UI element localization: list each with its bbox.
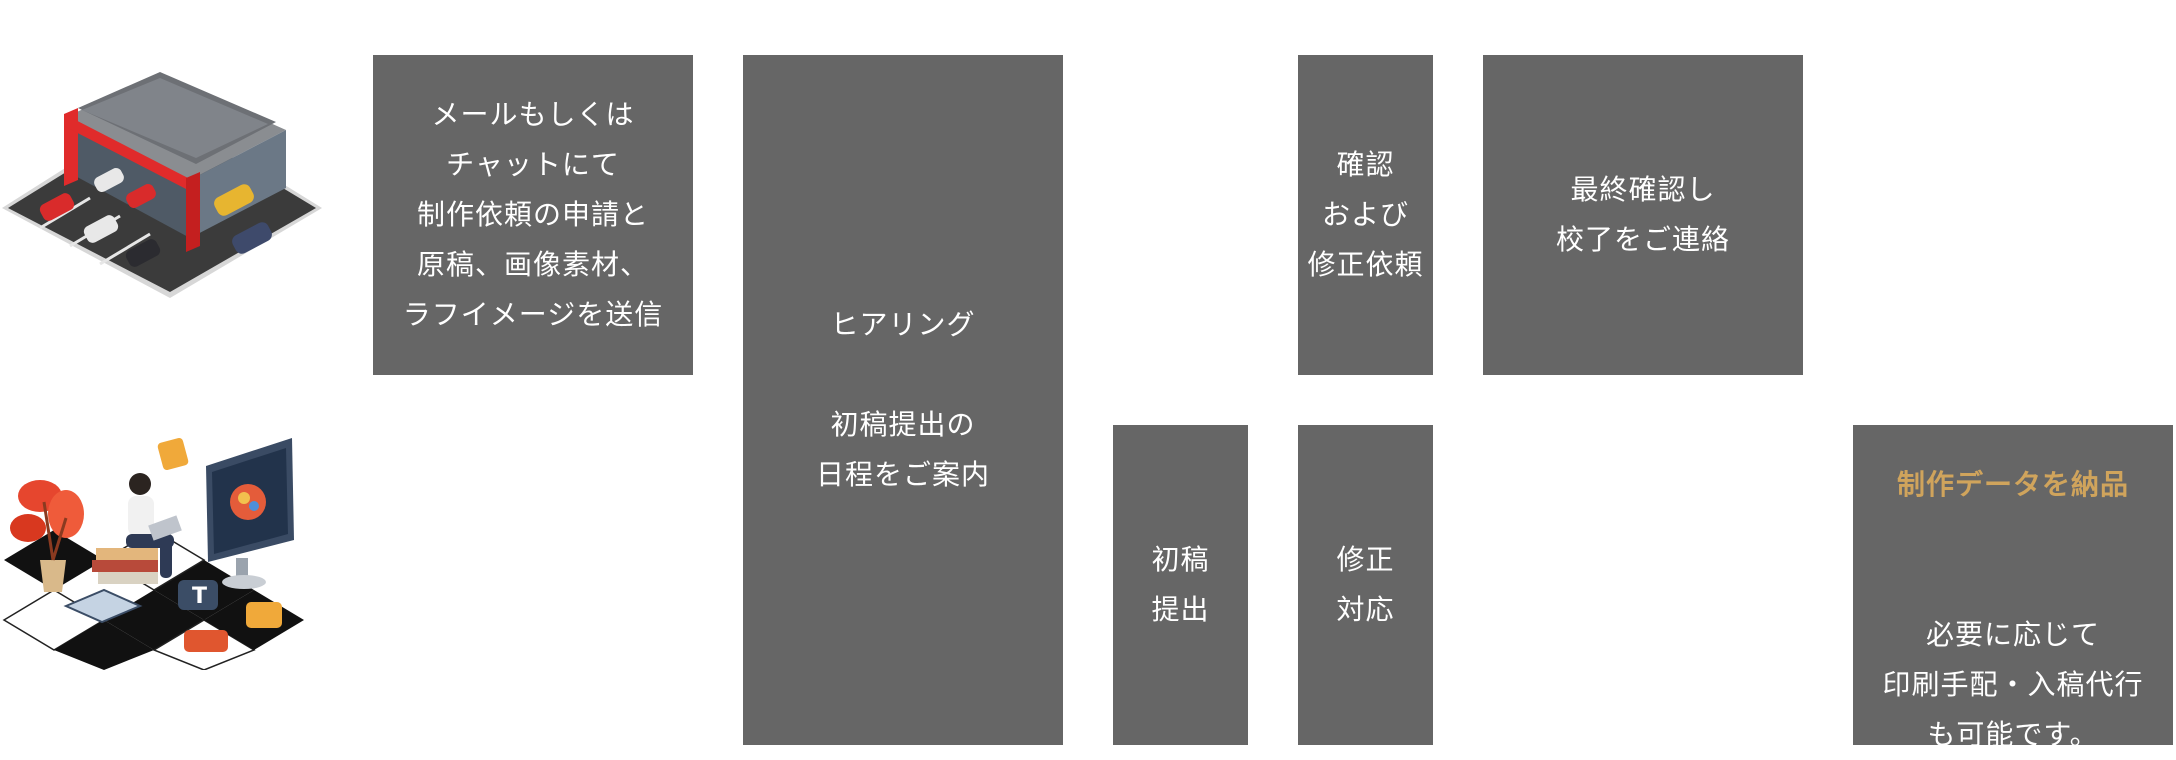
designer-workspace-icon: T — [2, 438, 304, 670]
step-revise-text: 修正 対応 — [1336, 543, 1395, 626]
car-dealership-icon — [2, 72, 322, 298]
step-send-request-text: メールもしくは チャットにて 制作依頼の申請と 原稿、画像素材、 ラフイメージを… — [402, 98, 664, 331]
step-hearing-text: ヒアリング 初稿提出の 日程をご案内 — [815, 308, 990, 491]
step-deliver-text: 必要に応じて 印刷手配・入稿代行 も可能です。 — [1882, 618, 2144, 751]
step-final-confirm: 最終確認し 校了をご連絡 — [1483, 55, 1803, 375]
step-first-draft-text: 初稿 提出 — [1151, 543, 1210, 626]
step-confirm-text: 確認 および 修正依頼 — [1307, 148, 1424, 281]
step-confirm: 確認 および 修正依頼 — [1298, 55, 1433, 375]
step-revise: 修正 対応 — [1298, 425, 1433, 745]
step-deliver-title: 制作データを納品 — [1896, 468, 2129, 501]
step-send-request: メールもしくは チャットにて 制作依頼の申請と 原稿、画像素材、 ラフイメージを… — [373, 55, 693, 375]
svg-text:T: T — [192, 584, 207, 609]
step-deliver: 制作データを納品 必要に応じて 印刷手配・入稿代行 も可能です。 — [1853, 425, 2173, 751]
step-first-draft: 初稿 提出 — [1113, 425, 1248, 745]
step-final-confirm-text: 最終確認し 校了をご連絡 — [1555, 173, 1730, 256]
step-deliver-content: 制作データを納品 必要に応じて 印刷手配・入稿代行 も可能です。 — [1882, 410, 2143, 760]
step-hearing: ヒアリング 初稿提出の 日程をご案内 — [743, 55, 1063, 745]
